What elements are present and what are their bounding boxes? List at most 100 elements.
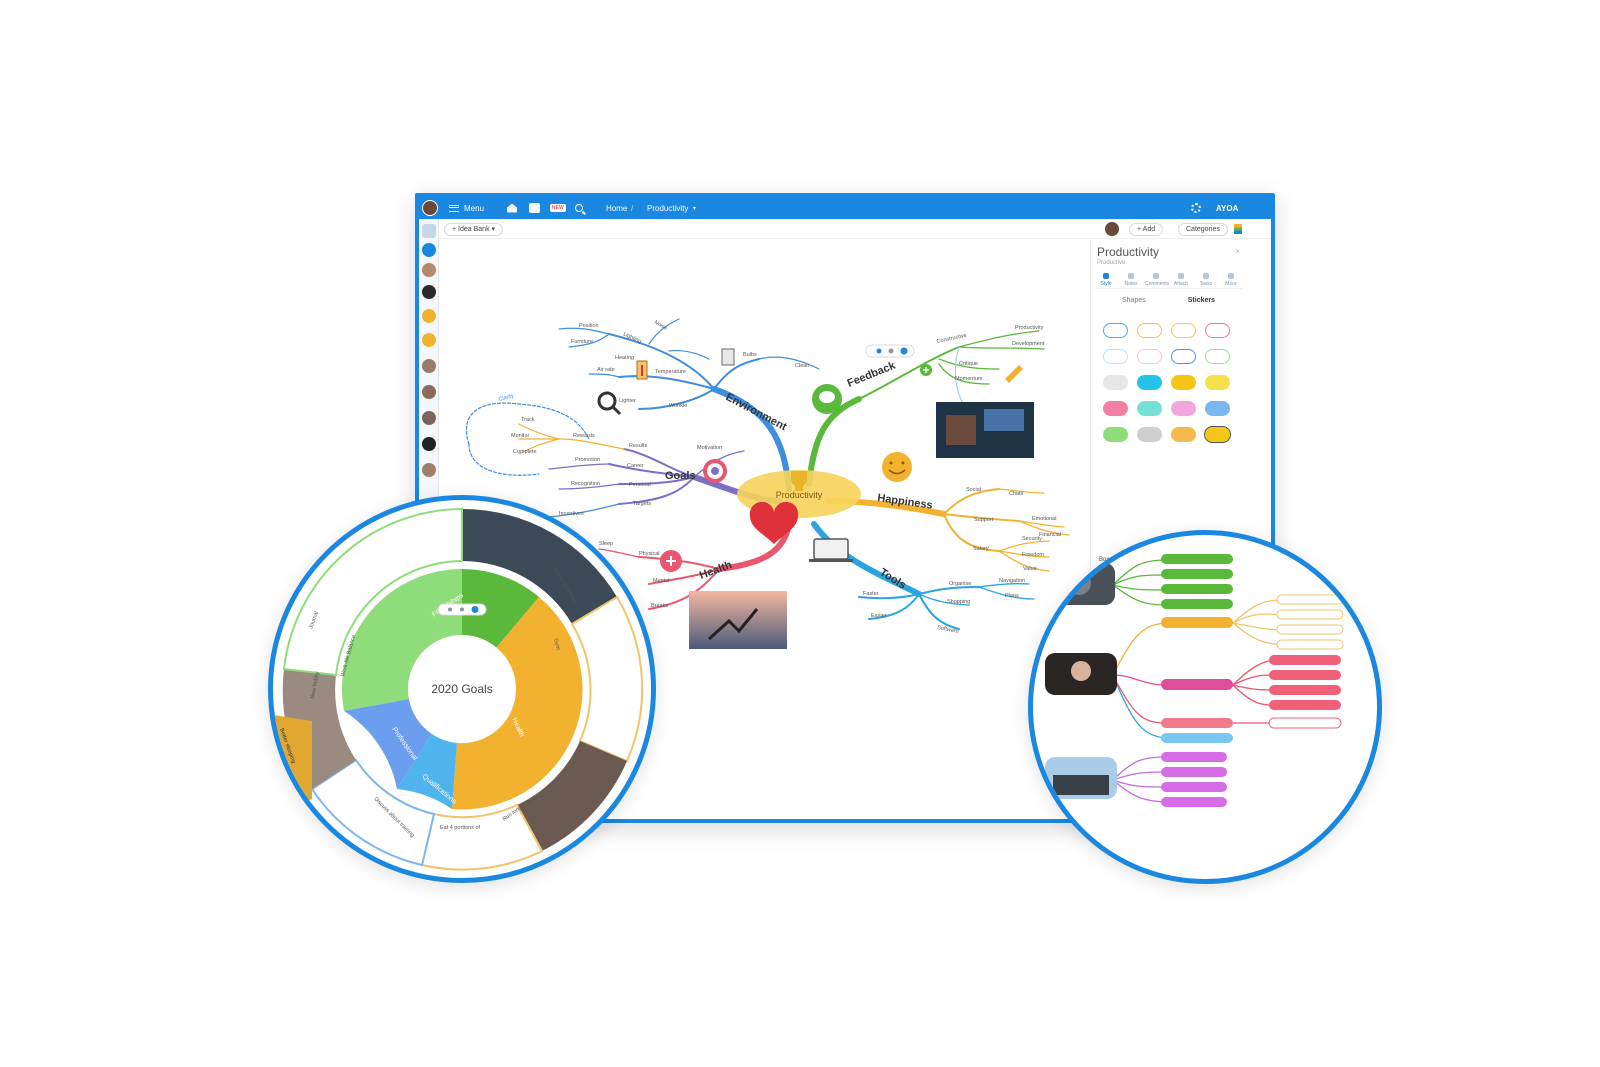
child-label: Temperature bbox=[655, 369, 686, 375]
shape-swatch[interactable] bbox=[1137, 401, 1162, 416]
home-icon[interactable] bbox=[507, 197, 517, 219]
child-label: Clarity bbox=[498, 393, 515, 403]
shape-swatch-grid bbox=[1103, 323, 1235, 443]
gear-icon[interactable] bbox=[1191, 197, 1201, 219]
shape-swatch[interactable] bbox=[1171, 349, 1196, 364]
breadcrumb-current[interactable]: Productivity bbox=[647, 203, 689, 213]
calendar-icon[interactable] bbox=[529, 197, 540, 219]
shape-swatch[interactable] bbox=[1137, 349, 1162, 364]
child-label: Recognition bbox=[571, 481, 600, 487]
shape-swatch[interactable] bbox=[1205, 349, 1230, 364]
pencil-icon bbox=[1005, 365, 1023, 383]
user-avatar[interactable] bbox=[422, 197, 438, 219]
child-label: Incentives bbox=[559, 511, 584, 517]
shape-swatch[interactable] bbox=[1171, 375, 1196, 390]
shape-swatch[interactable] bbox=[1204, 426, 1231, 443]
breadcrumb-home[interactable]: Home bbox=[606, 203, 628, 213]
health-badge-icon bbox=[660, 550, 682, 572]
shape-swatch[interactable] bbox=[1205, 323, 1230, 338]
categories-button[interactable]: Categories bbox=[1178, 223, 1228, 236]
child-label: Productivity bbox=[1015, 325, 1044, 331]
collaborator-avatar[interactable] bbox=[422, 309, 436, 323]
child-label: Emotional bbox=[1032, 516, 1056, 522]
child-label: Rewards bbox=[573, 433, 595, 439]
chat-icon[interactable] bbox=[422, 243, 436, 257]
segment-self bbox=[397, 734, 457, 809]
goals-wheel: 2020 Goals Friendships Health Profession… bbox=[273, 507, 644, 871]
node-toolbar[interactable] bbox=[865, 344, 915, 358]
shape-swatch[interactable] bbox=[1103, 375, 1128, 390]
shape-swatch[interactable] bbox=[1137, 375, 1162, 390]
shape-swatch[interactable] bbox=[1103, 401, 1128, 416]
collaborator-avatar[interactable] bbox=[422, 333, 436, 347]
segment-health bbox=[452, 597, 583, 810]
grid-icon[interactable] bbox=[422, 224, 436, 238]
child-label: Track bbox=[521, 417, 535, 423]
search-icon[interactable] bbox=[575, 197, 583, 219]
label-tools: Tools bbox=[877, 566, 908, 591]
idea-bank-button[interactable]: + Idea Bank ▾ bbox=[444, 223, 504, 236]
tab-tasks[interactable]: Tasks bbox=[1195, 271, 1217, 288]
goals-wheel-zoom: 2020 Goals Friendships Health Profession… bbox=[268, 495, 656, 883]
tab-notes[interactable]: Notes bbox=[1120, 271, 1142, 288]
photo-celebration bbox=[1045, 757, 1117, 799]
tab-comments[interactable]: Comments bbox=[1145, 271, 1169, 288]
collaborator-avatar[interactable] bbox=[422, 263, 436, 277]
child-label: Targets bbox=[633, 501, 651, 507]
shape-swatch[interactable] bbox=[1103, 427, 1128, 442]
tab-more[interactable]: More bbox=[1220, 271, 1242, 288]
shape-swatch[interactable] bbox=[1205, 375, 1230, 390]
collaborator-avatar[interactable] bbox=[422, 463, 436, 477]
collaborator-avatar[interactable] bbox=[422, 411, 436, 425]
shape-swatch[interactable] bbox=[1171, 401, 1196, 416]
color-palette-icon[interactable] bbox=[1234, 224, 1242, 234]
target-icon bbox=[703, 459, 727, 483]
child-label: Sleep bbox=[599, 541, 613, 547]
child-label: Complete bbox=[513, 449, 537, 455]
shape-swatch[interactable] bbox=[1137, 323, 1162, 338]
shape-swatch[interactable] bbox=[1137, 427, 1162, 442]
chevron-down-icon[interactable]: ▾ bbox=[693, 205, 697, 212]
segment-stickers[interactable]: Stickers bbox=[1187, 297, 1215, 304]
branch-tools bbox=[811, 521, 922, 597]
child-label: Critique bbox=[959, 361, 978, 367]
segment-professional bbox=[344, 699, 432, 789]
collaborator-avatar[interactable] bbox=[422, 385, 436, 399]
child-labels: Position Furniture Lighting Noise Heatin… bbox=[498, 320, 1061, 635]
child-label: Support bbox=[974, 517, 994, 523]
branch-feedback bbox=[806, 396, 862, 487]
child-label: Physical bbox=[639, 551, 659, 557]
tab-attach[interactable]: Attach bbox=[1170, 271, 1192, 288]
add-node-icon[interactable] bbox=[920, 364, 932, 376]
shape-swatch[interactable] bbox=[1103, 349, 1128, 364]
menu-button[interactable]: Menu bbox=[449, 197, 484, 219]
child-label: Personal bbox=[629, 482, 651, 488]
collaborator-avatar[interactable] bbox=[422, 437, 436, 451]
child-label: Software bbox=[937, 625, 959, 635]
add-node-icon[interactable] bbox=[1033, 669, 1035, 681]
close-icon[interactable]: × bbox=[1235, 247, 1240, 256]
tab-style[interactable]: Style bbox=[1095, 271, 1117, 288]
segment-shapes[interactable]: Shapes bbox=[1122, 297, 1146, 304]
child-label: Furniture bbox=[571, 339, 593, 345]
wheel-toolbar[interactable] bbox=[437, 603, 487, 616]
child-label: Freedom bbox=[1022, 552, 1044, 558]
child-label: Plans bbox=[1005, 593, 1019, 599]
new-badge[interactable]: NEW bbox=[550, 204, 566, 212]
shared-user-avatar[interactable] bbox=[1105, 222, 1119, 236]
shape-swatch[interactable] bbox=[1171, 323, 1196, 338]
collaborator-avatar[interactable] bbox=[422, 359, 436, 373]
mind-map-canvas[interactable]: Productivity Environment Feedback Goals … bbox=[439, 239, 1090, 819]
node-pills bbox=[1161, 554, 1344, 807]
shape-swatch[interactable] bbox=[1171, 427, 1196, 442]
photo-woman bbox=[1045, 653, 1117, 695]
shape-swatch[interactable] bbox=[1205, 401, 1230, 416]
wheel-center-label: 2020 Goals bbox=[431, 682, 492, 696]
collaborator-avatar[interactable] bbox=[422, 285, 436, 299]
center-node-label: Productivity bbox=[776, 490, 823, 500]
add-button[interactable]: + Add bbox=[1129, 223, 1164, 236]
panel-subtitle: Productive bbox=[1097, 260, 1126, 266]
child-label: Easier bbox=[871, 613, 887, 619]
shape-swatch[interactable] bbox=[1103, 323, 1128, 338]
child-label: Social bbox=[966, 487, 981, 493]
